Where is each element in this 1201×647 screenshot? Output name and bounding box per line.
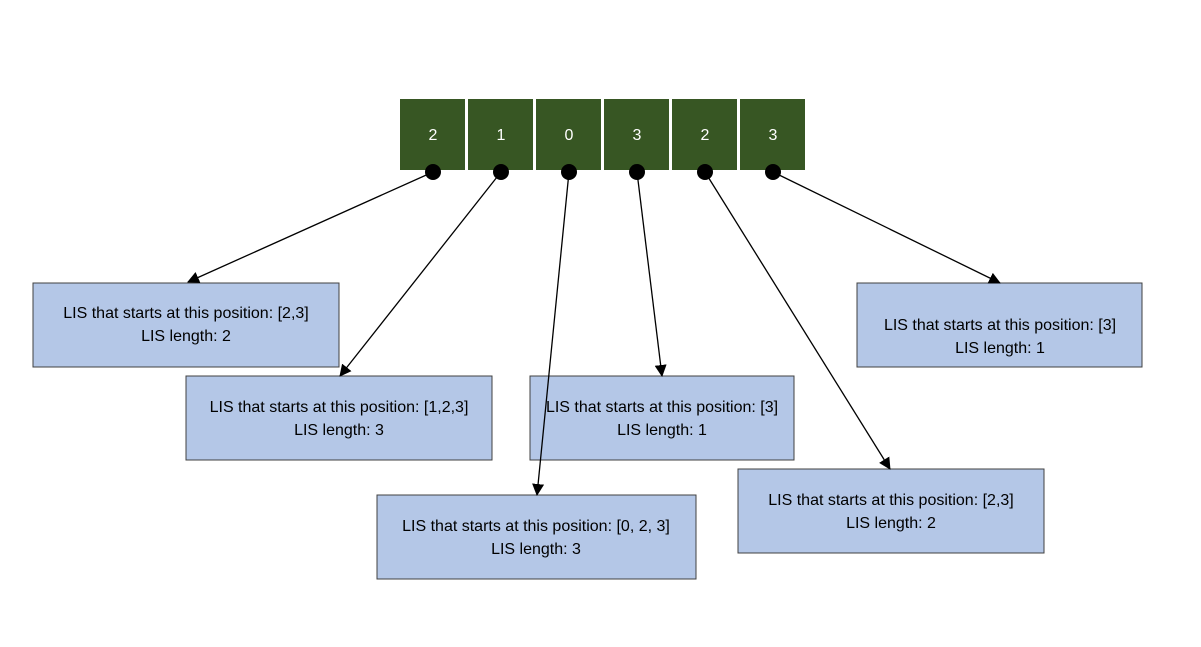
connector-dot-4 <box>697 164 713 180</box>
array-cell-5 <box>740 99 805 170</box>
connector-arrow-2 <box>532 171 570 496</box>
connector-arrow-4 <box>704 171 891 470</box>
result-box-4-rect <box>737 468 1045 554</box>
connector-dot-1 <box>493 164 509 180</box>
array-cell-4 <box>672 99 737 170</box>
result-box: LIS that starts at this position: [0, 2,… <box>376 494 697 580</box>
result-box-1-sequence: LIS that starts at this position: [1,2,3… <box>210 399 469 416</box>
result-box-2-rect <box>376 494 697 580</box>
result-box: LIS that starts at this position: [3] LI… <box>856 282 1143 368</box>
connector-dot-0 <box>425 164 441 180</box>
connector-arrows <box>187 171 1001 496</box>
result-box-0-length: LIS length: 2 <box>141 328 231 345</box>
array-cell-0-value: 2 <box>429 127 438 144</box>
connector-arrow-1 <box>339 171 502 377</box>
connector-dot-5 <box>765 164 781 180</box>
result-box-0-rect <box>32 282 340 368</box>
connector-dots <box>425 164 781 180</box>
result-box-0-sequence: LIS that starts at this position: [2,3] <box>63 305 308 322</box>
result-box-3-length: LIS length: 1 <box>617 422 707 439</box>
array-cell-4-value: 2 <box>701 127 710 144</box>
connector-dot-3 <box>629 164 645 180</box>
connector-dot-2 <box>561 164 577 180</box>
result-box: LIS that starts at this position: [1,2,3… <box>185 375 493 461</box>
array-cell-2 <box>536 99 601 170</box>
connector-arrow-5 <box>772 171 1001 284</box>
result-box-2-length: LIS length: 3 <box>491 541 581 558</box>
array-cell-3 <box>604 99 669 170</box>
result-box: LIS that starts at this position: [2,3] … <box>737 468 1045 554</box>
result-box-5-rect <box>856 282 1143 368</box>
result-box-4-sequence: LIS that starts at this position: [2,3] <box>768 492 1013 509</box>
result-box-3-sequence: LIS that starts at this position: [3] <box>546 399 778 416</box>
result-box-5-length: LIS length: 1 <box>955 340 1045 357</box>
array-cell-5-value: 3 <box>769 127 778 144</box>
result-box: LIS that starts at this position: [2,3] … <box>32 282 340 368</box>
result-box-5-sequence: LIS that starts at this position: [3] <box>884 317 1116 334</box>
result-box: LIS that starts at this position: [3] LI… <box>529 375 795 461</box>
array-cell-1 <box>468 99 533 170</box>
result-box-3-rect <box>529 375 795 461</box>
array-cell-0 <box>400 99 465 170</box>
result-box-2-sequence: LIS that starts at this position: [0, 2,… <box>402 518 670 535</box>
result-box-1-rect <box>185 375 493 461</box>
connector-arrow-0 <box>187 171 434 283</box>
result-box-1-length: LIS length: 3 <box>294 422 384 439</box>
array-cell-1-value: 1 <box>497 127 506 144</box>
array-cells: 2 1 0 3 2 3 <box>400 99 805 170</box>
array-cell-3-value: 3 <box>633 127 642 144</box>
array-cell-2-value: 0 <box>565 127 574 144</box>
connector-arrow-3 <box>636 171 667 377</box>
result-box-4-length: LIS length: 2 <box>846 515 936 532</box>
